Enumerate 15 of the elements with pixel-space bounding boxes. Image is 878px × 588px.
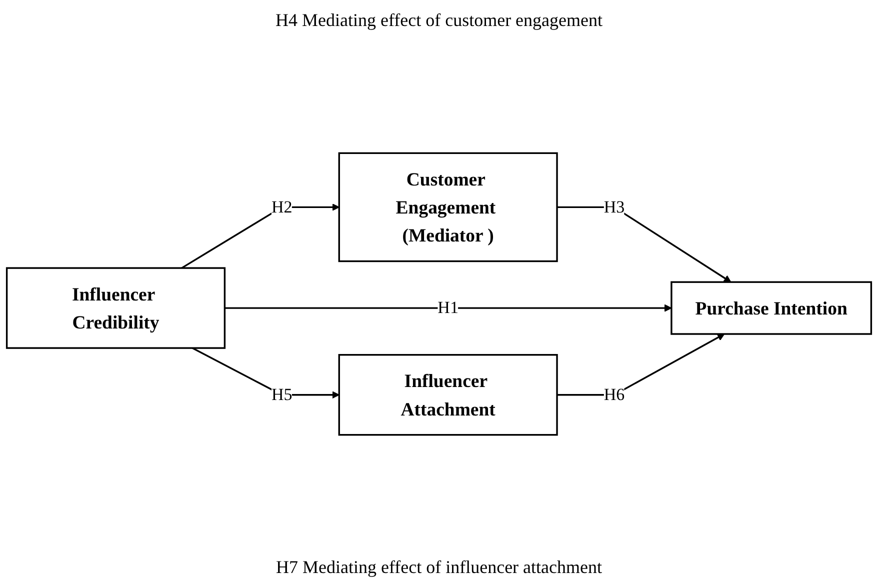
arrow — [181, 203, 340, 269]
node-box: Influencer Credibility — [6, 267, 226, 349]
arrow — [557, 206, 732, 282]
arrow — [557, 334, 725, 396]
edge-label: H6 — [604, 385, 625, 404]
hypothesis-note: H4 Mediating effect of customer engagement — [275, 9, 603, 32]
node-box: Influencer Attachment — [338, 354, 558, 436]
node-box: Customer Engagement (Mediator ) — [338, 152, 558, 262]
edge-label: H5 — [272, 385, 292, 404]
edge-label: H3 — [604, 198, 625, 217]
arrow — [224, 304, 672, 312]
hypothesis-note: H7 Mediating effect of influencer attachment — [276, 556, 602, 579]
node-box: Purchase Intention — [670, 281, 872, 335]
edge-label: H1 — [438, 298, 458, 318]
edge-label: H2 — [272, 198, 292, 217]
